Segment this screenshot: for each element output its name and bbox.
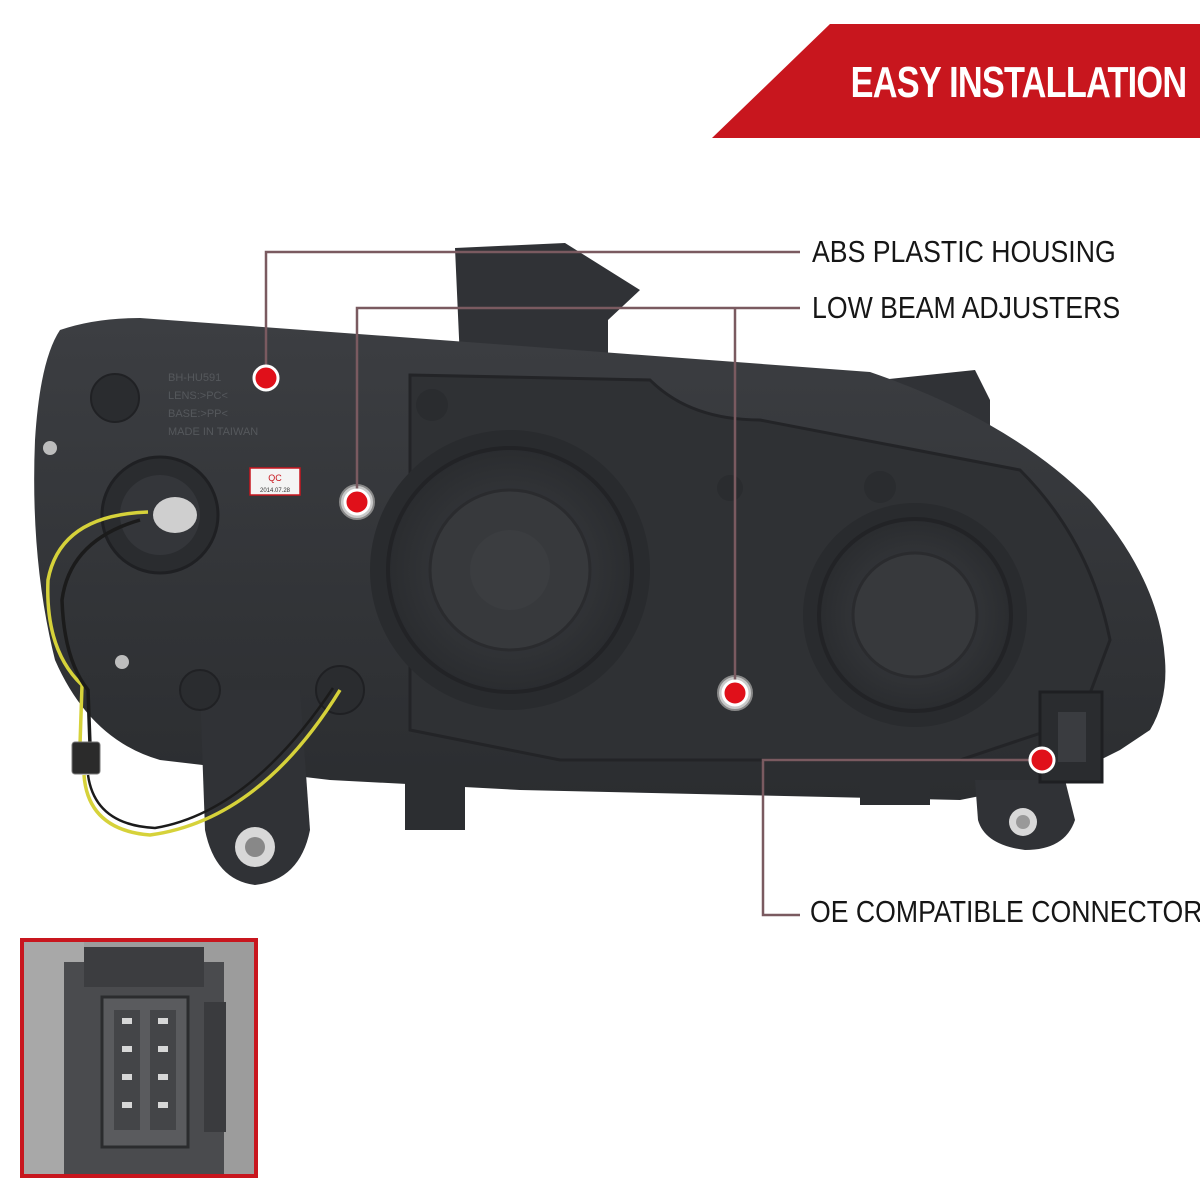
marker-connector	[1028, 746, 1056, 774]
marker-adjuster-2	[721, 679, 749, 707]
qc-sticker-date: 2014.07.28	[260, 488, 291, 494]
callout-oe-compatible-connector: OE COMPATIBLE CONNECTOR	[810, 894, 1200, 929]
banner-title: EASY INSTALLATION	[850, 58, 1186, 107]
callout-low-beam-adjusters: LOW BEAM ADJUSTERS	[812, 290, 1121, 325]
callout-abs-plastic-housing: ABS PLASTIC HOUSING	[812, 234, 1116, 269]
housing-label-line1: BH-HU591	[168, 372, 221, 384]
banner-shape	[712, 24, 1200, 138]
housing-label-line2: LENS:>PC<	[168, 390, 228, 402]
connector-closeup-inset	[20, 938, 258, 1178]
connector-closeup-photo	[24, 942, 254, 1174]
qc-sticker	[249, 467, 301, 496]
qc-sticker-title: QC	[268, 473, 282, 483]
housing-label-line4: MADE IN TAIWAN	[168, 426, 258, 438]
housing-label-line3: BASE:>PP<	[168, 408, 228, 420]
marker-housing	[252, 364, 280, 392]
marker-adjuster-1	[343, 488, 371, 516]
